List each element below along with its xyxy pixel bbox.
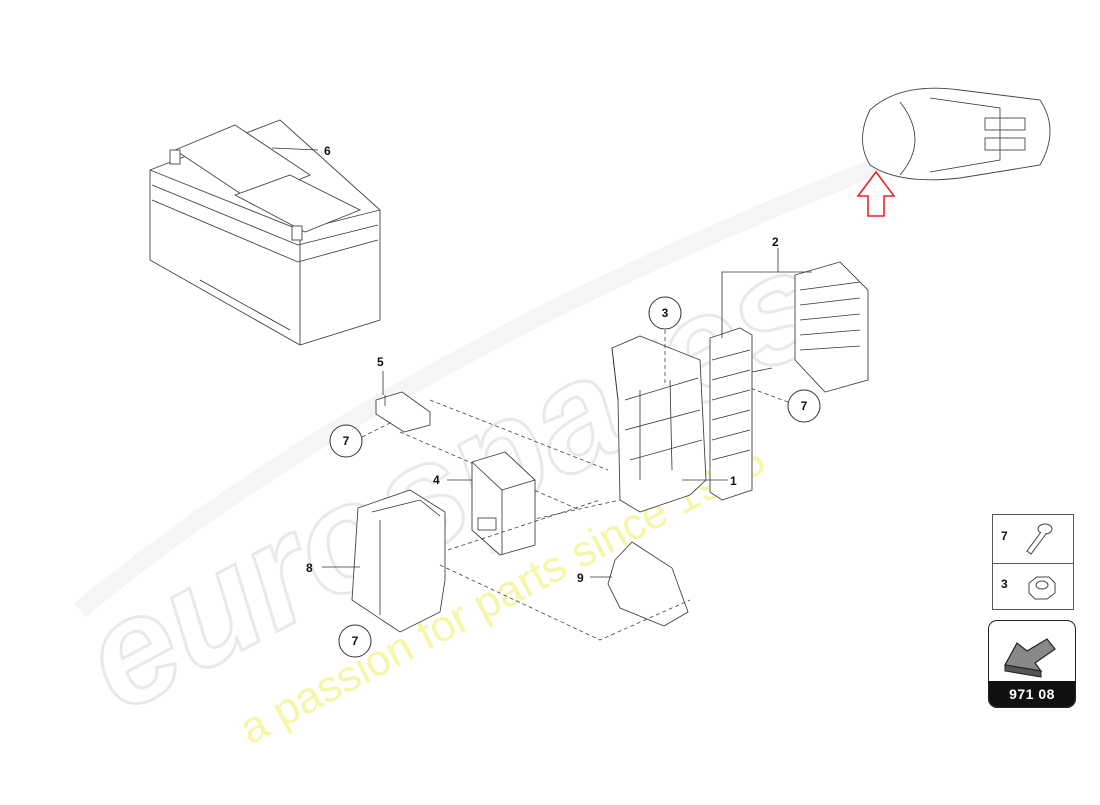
callout-7c-circle <box>338 624 372 658</box>
gasket <box>607 541 689 627</box>
callout-2: 2 <box>772 235 779 249</box>
bolt-icon <box>1026 523 1053 555</box>
legend-row-nut: 3 <box>993 563 1073 611</box>
battery <box>149 119 381 346</box>
alignment-frame-lower <box>439 564 691 641</box>
callout-7a: 7 <box>801 399 808 413</box>
leader-7b <box>361 421 393 438</box>
callout-4: 4 <box>433 473 440 487</box>
callout-3: 3 <box>662 306 669 320</box>
callout-7b: 7 <box>343 434 350 448</box>
callout-7a-circle <box>787 389 821 423</box>
cover-panel <box>351 489 446 633</box>
car-locator <box>856 87 1051 217</box>
legend-divider <box>993 563 1073 564</box>
callout-5: 5 <box>377 355 384 369</box>
callout-1: 1 <box>730 474 737 488</box>
callout-8: 8 <box>306 561 313 575</box>
fuse-relay-carrier <box>709 261 869 501</box>
callout-7b-circle <box>329 424 363 458</box>
alignment-frame-upper <box>447 499 601 551</box>
callout-6: 6 <box>324 144 331 158</box>
callout-7c: 7 <box>352 634 359 648</box>
alignment-line-upper <box>429 399 609 471</box>
group-code-box: 971 08 <box>988 620 1076 708</box>
sensor-bracket <box>375 391 431 433</box>
leader-2 <box>721 271 812 338</box>
electronics-bracket <box>611 335 707 513</box>
direction-arrow-icon <box>1004 638 1056 678</box>
locator-arrow-icon <box>856 170 896 217</box>
legend-number: 7 <box>1001 529 1008 543</box>
nut-icon <box>1028 576 1056 600</box>
alignment-line-right <box>529 499 621 521</box>
fastener-legend: 7 3 <box>992 514 1074 610</box>
callout-9: 9 <box>577 571 584 585</box>
legend-row-bolt: 7 <box>993 515 1073 563</box>
legend-number: 3 <box>1001 577 1008 591</box>
group-code-label: 971 08 <box>989 681 1075 707</box>
control-module <box>471 451 536 556</box>
callout-3-circle <box>648 296 682 330</box>
